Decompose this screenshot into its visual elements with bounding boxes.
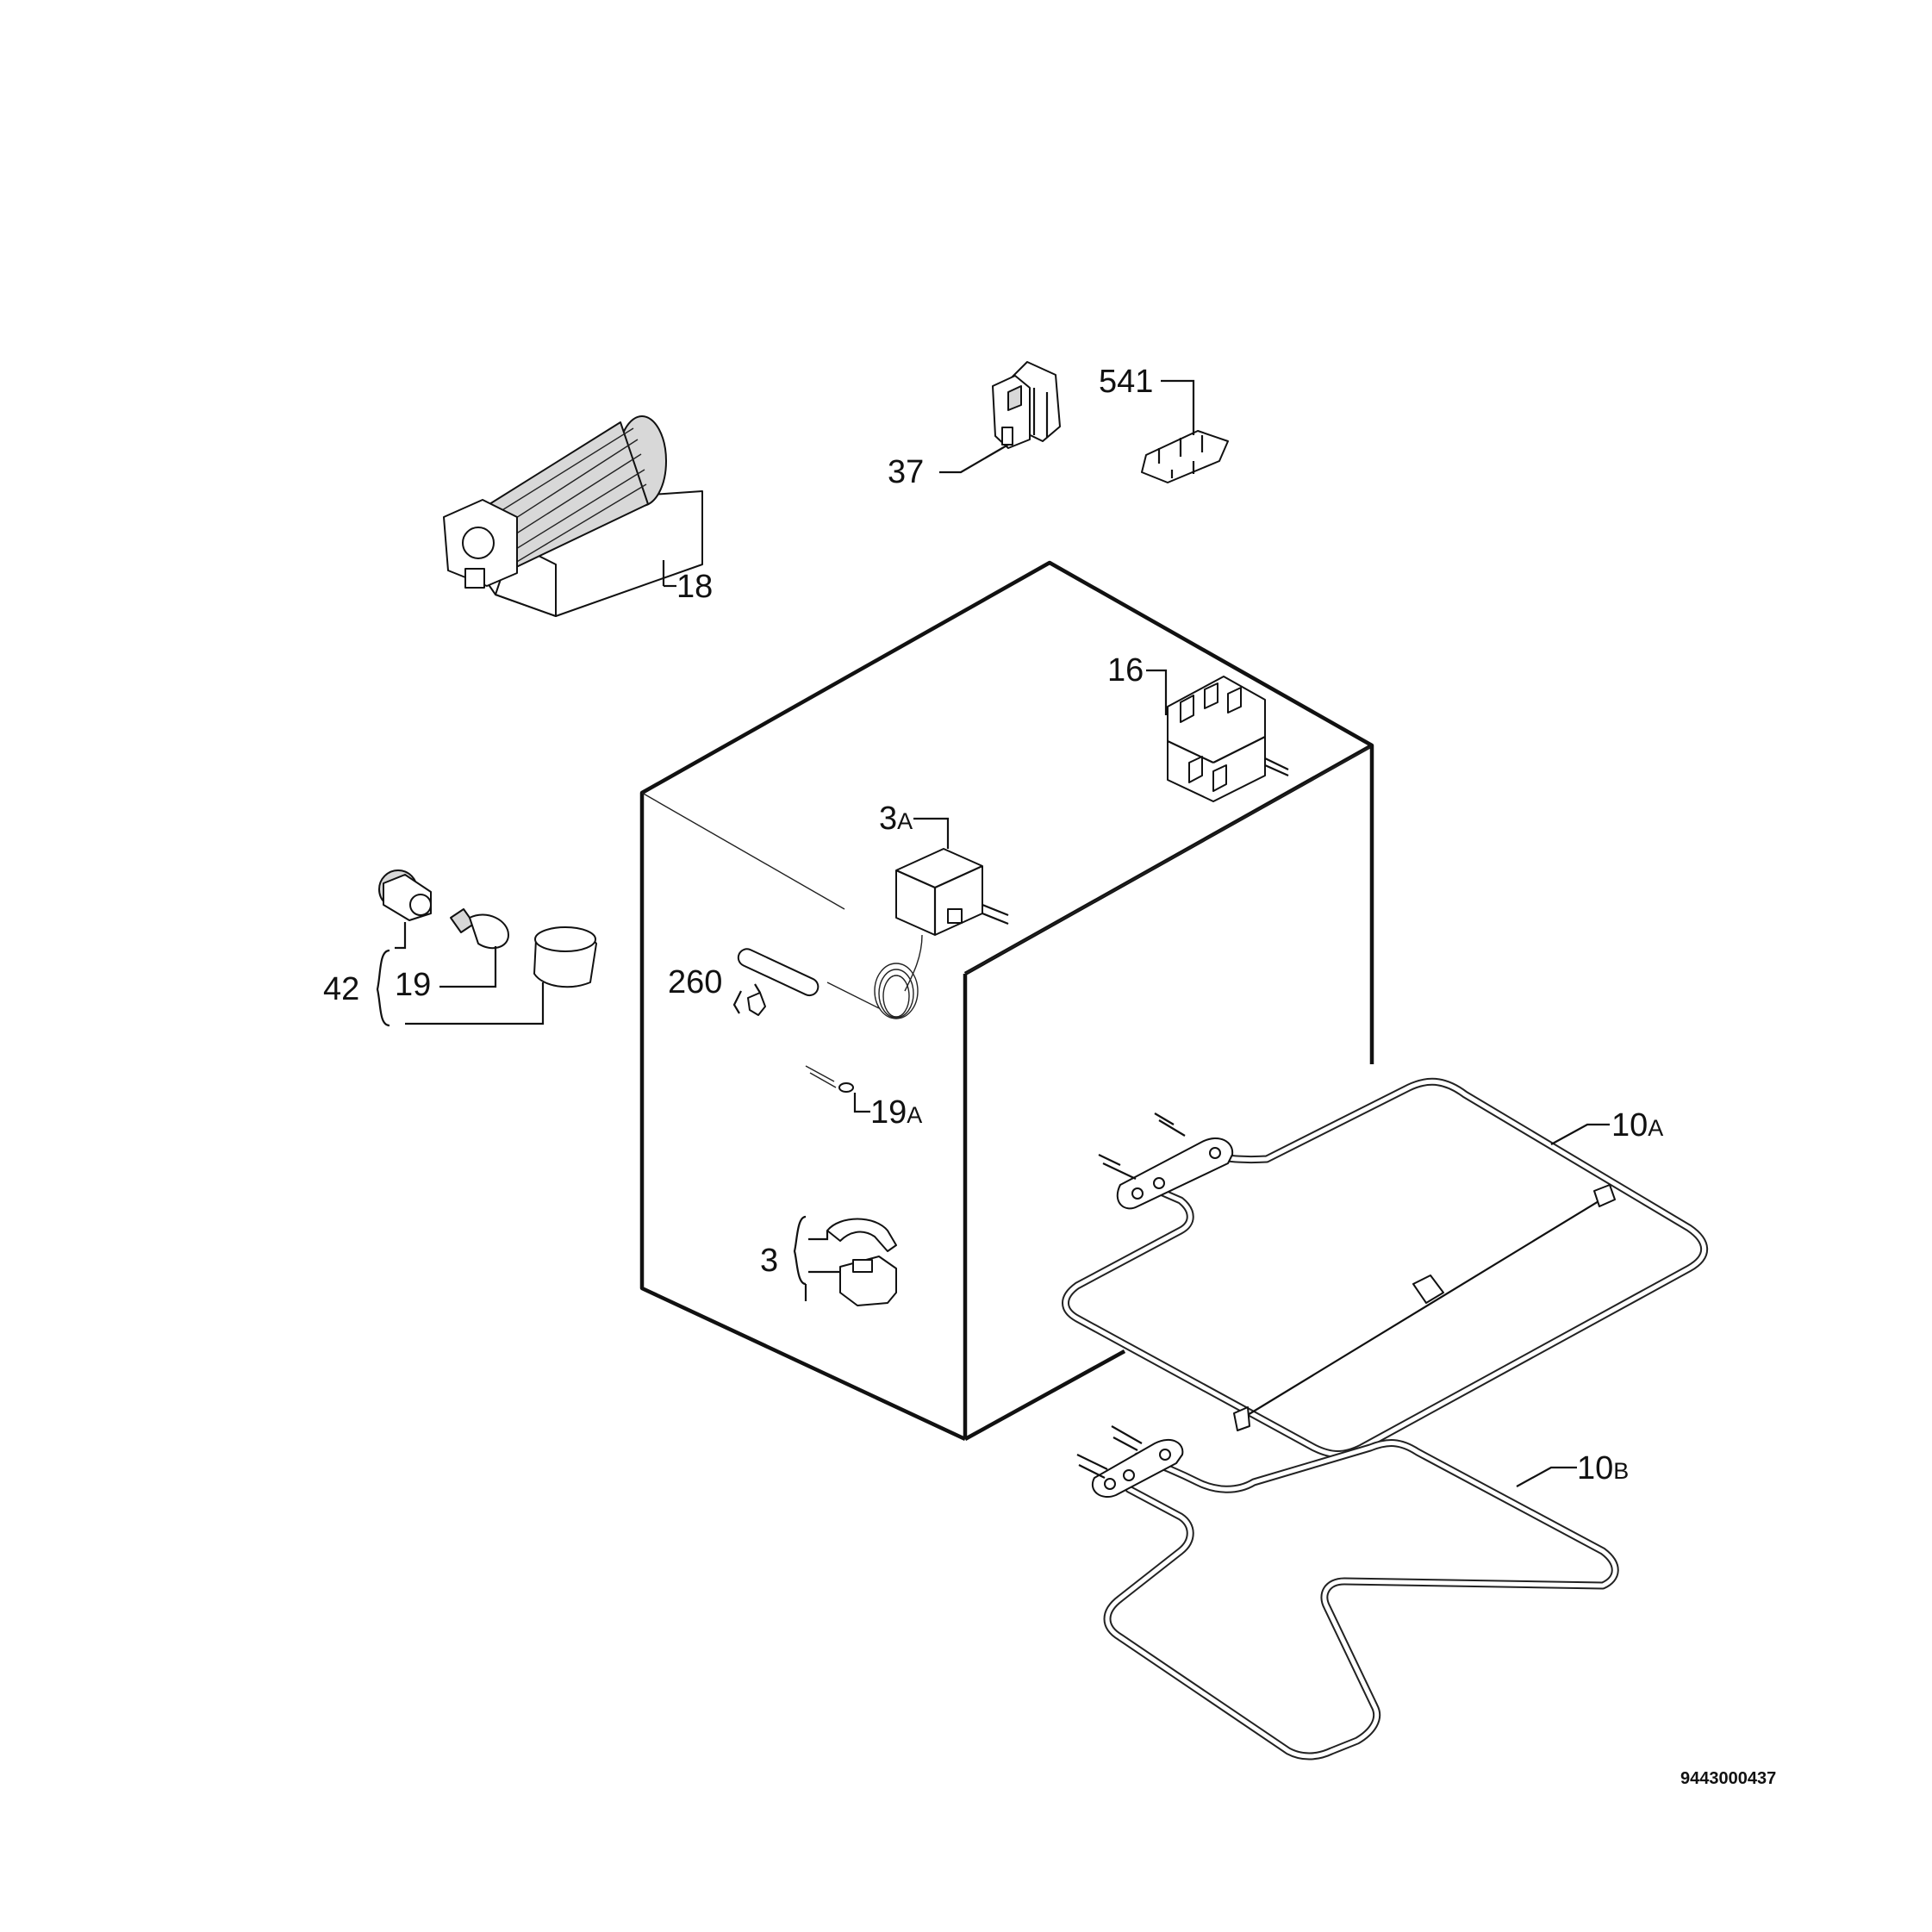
top-heating-element-10A [1062, 1077, 1709, 1458]
callout-10B-suffix: B [1613, 1458, 1629, 1484]
callout-10A-suffix: A [1648, 1115, 1663, 1141]
callout-10B: 10B [1577, 1450, 1629, 1486]
lamp-wire-19A [805, 1065, 854, 1093]
callout-19A-suffix: A [907, 1102, 922, 1128]
leader-37 [939, 444, 1009, 474]
terminal-block-541 [1141, 430, 1229, 483]
callout-3: 3 [760, 1243, 778, 1279]
callout-3A-suffix: A [897, 808, 913, 834]
leader-16 [1146, 669, 1168, 715]
document-number: 9443000437 [1680, 1769, 1776, 1788]
leader-541 [1161, 379, 1195, 435]
selector-switch-16 [1167, 676, 1289, 802]
leader-10B [1516, 1466, 1577, 1487]
callout-3A-num: 3 [879, 801, 897, 837]
callout-16: 16 [1107, 652, 1144, 689]
leader-19A [853, 1093, 870, 1113]
callout-10A-num: 10 [1611, 1107, 1648, 1144]
callout-19A: 19A [870, 1094, 922, 1131]
bottom-heating-element-10B [1076, 1425, 1619, 1761]
leader-10A [1550, 1123, 1610, 1145]
leader-3A [913, 817, 950, 849]
leader-19 [439, 946, 497, 988]
brace-42 [376, 949, 390, 1027]
callout-37: 37 [888, 454, 924, 490]
tangential-fan-part [443, 415, 703, 617]
brace-3 [793, 1215, 807, 1286]
thermostat-3A [737, 848, 1009, 1019]
callout-3A: 3A [879, 801, 913, 837]
clip-260 [732, 983, 766, 1016]
lamp-bulb-19 [450, 908, 509, 950]
callout-19: 19 [395, 967, 431, 1003]
callout-10B-num: 10 [1577, 1450, 1613, 1486]
safety-thermostat-3 [826, 1218, 897, 1306]
leader-3-upper [808, 1231, 829, 1241]
callout-541: 541 [1099, 364, 1153, 400]
callout-10A: 10A [1611, 1107, 1663, 1144]
oven-cavity-box [639, 560, 1374, 1442]
leader-42-lower [405, 982, 545, 1025]
callout-18: 18 [676, 569, 713, 605]
callout-19A-num: 19 [870, 1094, 907, 1131]
callout-260: 260 [668, 964, 722, 1000]
lamp-glass-cover-42 [533, 926, 597, 988]
leader-42-upper [395, 922, 407, 950]
switch-part-37 [992, 361, 1061, 449]
callout-42: 42 [323, 971, 359, 1007]
lamp-holder-42 [378, 869, 432, 921]
